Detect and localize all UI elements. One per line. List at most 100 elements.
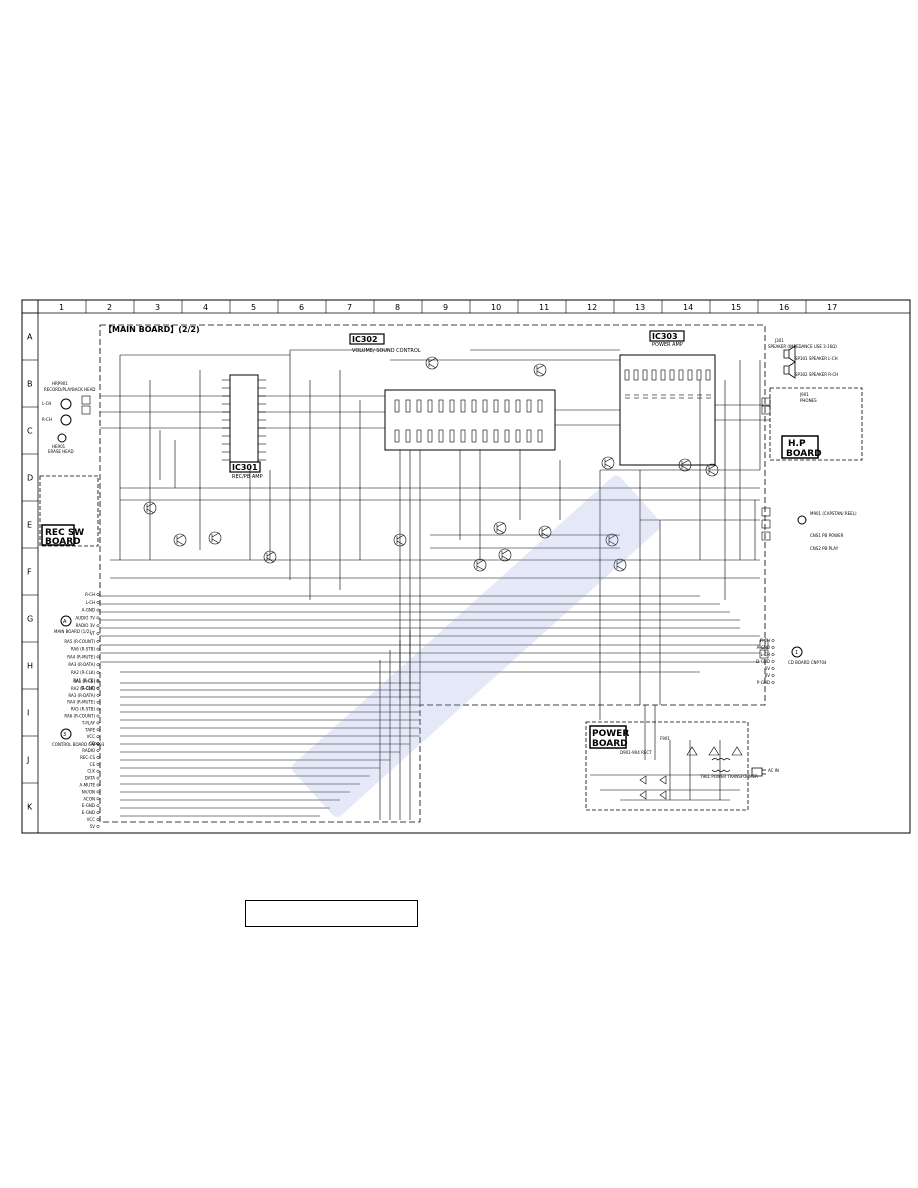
grid-row-J: J [26, 756, 29, 765]
transistor-symbol [605, 533, 619, 547]
transistor-symbol [143, 501, 157, 515]
resistor-symbol [678, 369, 684, 381]
connector-pin: REC-CS [80, 755, 95, 760]
connector-pin: RA2 (R-CLK) [71, 670, 95, 675]
transistor-symbol [705, 463, 719, 477]
connector-pin: L-CH [86, 600, 95, 605]
connector-3-ref: 3 [63, 732, 66, 738]
connector-pin: P-GND [757, 680, 770, 685]
connector-pin: RA1 (R-CE) [73, 679, 95, 684]
connector-a-marker [60, 615, 72, 627]
speaker-r: SP302 SPEAKER R-CH [795, 372, 838, 377]
grid-row-H: H [27, 662, 33, 671]
connector-3-label: CONTROL BOARD CNP803 [52, 742, 105, 747]
connector-pin: R-CH [760, 638, 770, 643]
grid-row-D: D [27, 474, 33, 483]
connector-pin: RA4 (R-MUTE) [67, 654, 95, 659]
transistor-symbol [393, 533, 407, 547]
hp-board-box [769, 387, 863, 461]
warning-icon [731, 746, 743, 756]
resistor-symbol [669, 369, 675, 381]
speaker-l-icon [783, 345, 796, 363]
grid-row-B: B [27, 380, 33, 389]
connector-pin: DATA [85, 776, 96, 781]
head-desc: RECORD/PLAYBACK HEAD [44, 387, 96, 392]
resistor-symbol [493, 399, 499, 413]
power-rect: D901-904 RECT [620, 750, 652, 755]
transistor-symbol [601, 456, 615, 470]
grid-col-12: 12 [587, 303, 597, 312]
resistor-symbol [405, 399, 411, 413]
erase-head-symbol [57, 433, 67, 443]
grid-col-7: 7 [347, 303, 352, 312]
connector-1-marker [791, 646, 803, 658]
connector-pin: RA5 (R-STB) [71, 707, 96, 712]
transformer-icon [711, 758, 731, 772]
connector-pin: VT [90, 631, 96, 636]
connector-pin: RA4 (R-MUTE) [67, 700, 95, 705]
connector-pin: CE [90, 762, 96, 767]
resistor-symbol [438, 429, 444, 443]
connector-1-ref: 1 [795, 650, 798, 656]
connector-pin: T-PLAY [81, 720, 96, 725]
warning-icon [708, 746, 720, 756]
connector-pin: CLK [87, 769, 95, 774]
power-board-box [585, 721, 749, 811]
transistor-symbol [473, 558, 487, 572]
diode-symbol [639, 790, 647, 800]
connector-pin: RA2 (R-CLK) [71, 686, 95, 691]
diagram-frame [21, 299, 911, 834]
transistor-symbol [678, 458, 692, 472]
grid-row-C: C [27, 427, 33, 436]
connector-pin: RA3 (R-DATA) [68, 693, 95, 698]
transistor-symbol [533, 363, 547, 377]
rec-sw-board-box [39, 475, 99, 547]
connector-3-pins: RA1 (R-CE) RA2 (R-CLK) RA3 (R-DATA) RA4 (R-… [64, 679, 100, 829]
transistor-symbol [173, 533, 187, 547]
speaker-jack-ref: J301 [774, 338, 784, 343]
connector-pin: E-GND [82, 803, 95, 808]
connector-pin: E-GND [82, 810, 95, 815]
power-board-label: POWER [592, 729, 629, 739]
head-rch: R-CH [42, 417, 52, 422]
hp-board-label-2: BOARD [786, 449, 822, 459]
main-board-title: 【MAIN BOARD】(2/2) [104, 324, 200, 334]
connector-pin: VCC [87, 817, 96, 822]
connector-block [759, 639, 769, 649]
head-rch-symbol [60, 414, 72, 426]
circuit-components [81, 356, 771, 800]
resistor-symbol [394, 429, 400, 443]
connector-pin: RA5 (R-COUNT) [64, 639, 95, 644]
connector-pin: RADIO [82, 748, 95, 753]
connector-pin: A-GND [757, 645, 770, 650]
grid-col-9: 9 [443, 303, 448, 312]
resistor-symbol [394, 399, 400, 413]
ic302-label: IC302 [352, 335, 378, 344]
grid-row-E: E [27, 521, 32, 530]
phones-ref: J901 [799, 392, 809, 397]
transistor-symbol [263, 550, 277, 564]
grid-col-6: 6 [299, 303, 304, 312]
resistor-symbol [427, 429, 433, 443]
ac-plug-icon [751, 767, 766, 777]
grid-row-A: A [27, 333, 33, 342]
transistor-symbol [498, 548, 512, 562]
connector-block [81, 395, 91, 405]
resistor-symbol [537, 399, 543, 413]
grid-col-15: 15 [731, 303, 741, 312]
connector-pin: NV/ON [82, 789, 95, 794]
resistor-symbol [526, 399, 532, 413]
head-ref: HRP901 [52, 381, 68, 386]
transistor-symbol [425, 356, 439, 370]
ic303-label: IC303 [652, 332, 678, 341]
power-board-label-2: BOARD [592, 739, 628, 749]
erase-head-ref: HE901 [52, 444, 66, 449]
hp-board-label: H.P [788, 439, 806, 449]
connector-pin: CD [89, 741, 95, 746]
grid-col-5: 5 [251, 303, 256, 312]
head-lch: L-CH [42, 401, 51, 406]
